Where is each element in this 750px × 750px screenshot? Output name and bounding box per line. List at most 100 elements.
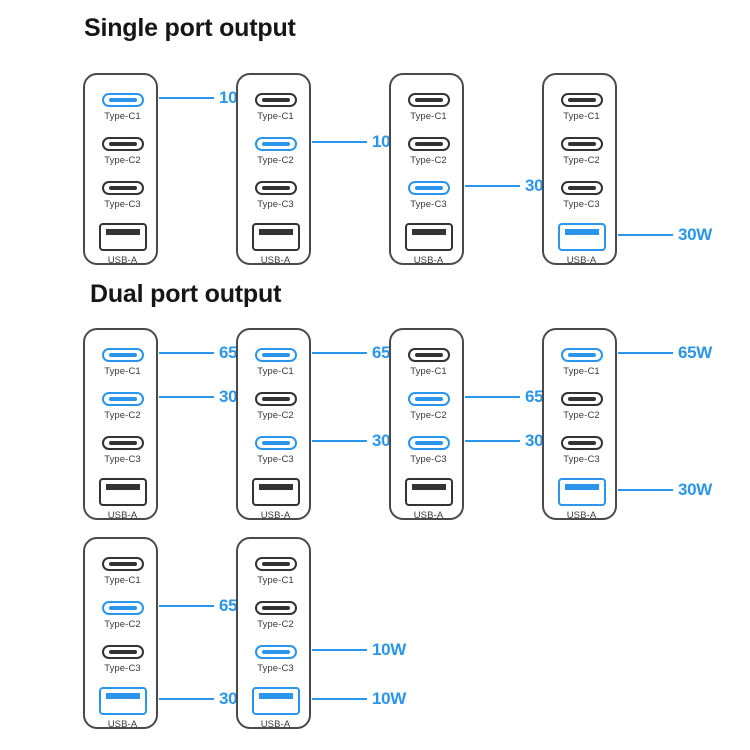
type-c-port-icon[interactable] [254, 348, 297, 362]
section-title-single-port: Single port output [84, 14, 296, 42]
usb-a-port-icon[interactable] [251, 478, 300, 506]
port-label-type-c1: Type-C1 [257, 366, 294, 377]
port-label-usb-a: USB-A [413, 510, 444, 521]
type-c-port-icon[interactable] [560, 392, 603, 406]
port-slot-usb-a: USB-A [85, 687, 160, 730]
type-c-port-icon[interactable] [407, 436, 450, 450]
port-slot-usb-a: USB-A [238, 687, 313, 730]
port-label-type-c3: Type-C3 [104, 199, 141, 210]
type-c-port-icon[interactable] [101, 137, 144, 151]
type-c-port-icon[interactable] [560, 181, 603, 195]
type-c-contact-pin [108, 650, 137, 654]
type-c-port-icon[interactable] [407, 137, 450, 151]
type-c-port-icon[interactable] [560, 93, 603, 107]
usb-a-port-icon[interactable] [404, 223, 453, 251]
port-label-type-c1: Type-C1 [410, 111, 447, 122]
type-c-contact-pin [261, 186, 290, 190]
usb-a-contact-bar [258, 484, 293, 490]
type-c-port-icon[interactable] [254, 601, 297, 615]
type-c-port-icon[interactable] [407, 392, 450, 406]
type-c-port-icon[interactable] [101, 557, 144, 571]
leader-line [465, 440, 520, 442]
type-c-contact-pin [261, 650, 290, 654]
port-slot-type-c2: Type-C2 [85, 392, 160, 421]
leader-line [465, 185, 520, 187]
port-slot-type-c1: Type-C1 [85, 348, 160, 377]
usb-a-contact-bar [105, 484, 140, 490]
type-c-port-icon[interactable] [101, 436, 144, 450]
port-label-type-c2: Type-C2 [257, 410, 294, 421]
usb-a-contact-bar [105, 693, 140, 699]
usb-a-port-icon[interactable] [557, 223, 606, 251]
usb-a-port-icon[interactable] [98, 478, 147, 506]
leader-line [618, 234, 673, 236]
wattage-callout-usb-a: 10W [312, 689, 406, 709]
type-c-port-icon[interactable] [407, 93, 450, 107]
type-c-port-icon[interactable] [560, 137, 603, 151]
leader-line [312, 141, 367, 143]
type-c-port-icon[interactable] [254, 93, 297, 107]
type-c-port-icon[interactable] [407, 181, 450, 195]
type-c-port-icon[interactable] [101, 601, 144, 615]
port-label-type-c3: Type-C3 [410, 199, 447, 210]
type-c-contact-pin [414, 142, 443, 146]
usb-a-port-icon[interactable] [251, 687, 300, 715]
type-c-port-icon[interactable] [254, 392, 297, 406]
type-c-port-icon[interactable] [254, 137, 297, 151]
leader-line [465, 396, 520, 398]
port-slot-type-c2: Type-C2 [238, 137, 313, 166]
port-slot-type-c1: Type-C1 [544, 348, 619, 377]
port-label-usb-a: USB-A [107, 719, 138, 730]
port-label-type-c2: Type-C2 [563, 410, 600, 421]
type-c-port-icon[interactable] [254, 181, 297, 195]
port-slot-type-c1: Type-C1 [238, 557, 313, 586]
leader-line [159, 698, 214, 700]
type-c-port-icon[interactable] [254, 557, 297, 571]
usb-a-port-icon[interactable] [98, 687, 147, 715]
port-slot-type-c2: Type-C2 [85, 601, 160, 630]
type-c-contact-pin [108, 353, 137, 357]
port-slot-type-c1: Type-C1 [85, 93, 160, 122]
type-c-port-icon[interactable] [407, 348, 450, 362]
leader-line [159, 396, 214, 398]
type-c-contact-pin [567, 186, 596, 190]
type-c-port-icon[interactable] [560, 348, 603, 362]
type-c-contact-pin [108, 142, 137, 146]
port-slot-usb-a: USB-A [238, 223, 313, 266]
port-label-usb-a: USB-A [566, 510, 597, 521]
type-c-contact-pin [261, 98, 290, 102]
type-c-port-icon[interactable] [254, 645, 297, 659]
port-label-type-c3: Type-C3 [563, 454, 600, 465]
wattage-callout-usb-a: 30W [618, 480, 712, 500]
port-label-type-c1: Type-C1 [104, 111, 141, 122]
leader-line [618, 489, 673, 491]
type-c-port-icon[interactable] [101, 392, 144, 406]
type-c-port-icon[interactable] [101, 645, 144, 659]
type-c-port-icon[interactable] [101, 181, 144, 195]
type-c-port-icon[interactable] [254, 436, 297, 450]
usb-a-port-icon[interactable] [98, 223, 147, 251]
usb-a-port-icon[interactable] [251, 223, 300, 251]
port-label-type-c3: Type-C3 [104, 663, 141, 674]
type-c-contact-pin [108, 98, 137, 102]
port-slot-type-c3: Type-C3 [391, 436, 466, 465]
type-c-contact-pin [567, 441, 596, 445]
leader-line [312, 649, 367, 651]
wattage-label: 10W [372, 689, 407, 708]
wattage-callout-type-c1: 65W [618, 343, 712, 363]
type-c-port-icon[interactable] [101, 348, 144, 362]
type-c-contact-pin [261, 142, 290, 146]
usb-a-port-icon[interactable] [557, 478, 606, 506]
type-c-port-icon[interactable] [560, 436, 603, 450]
type-c-contact-pin [414, 441, 443, 445]
usb-a-port-icon[interactable] [404, 478, 453, 506]
port-slot-type-c2: Type-C2 [544, 137, 619, 166]
port-label-type-c2: Type-C2 [104, 155, 141, 166]
port-slot-type-c3: Type-C3 [85, 181, 160, 210]
port-slot-usb-a: USB-A [85, 478, 160, 521]
type-c-contact-pin [261, 441, 290, 445]
type-c-port-icon[interactable] [101, 93, 144, 107]
